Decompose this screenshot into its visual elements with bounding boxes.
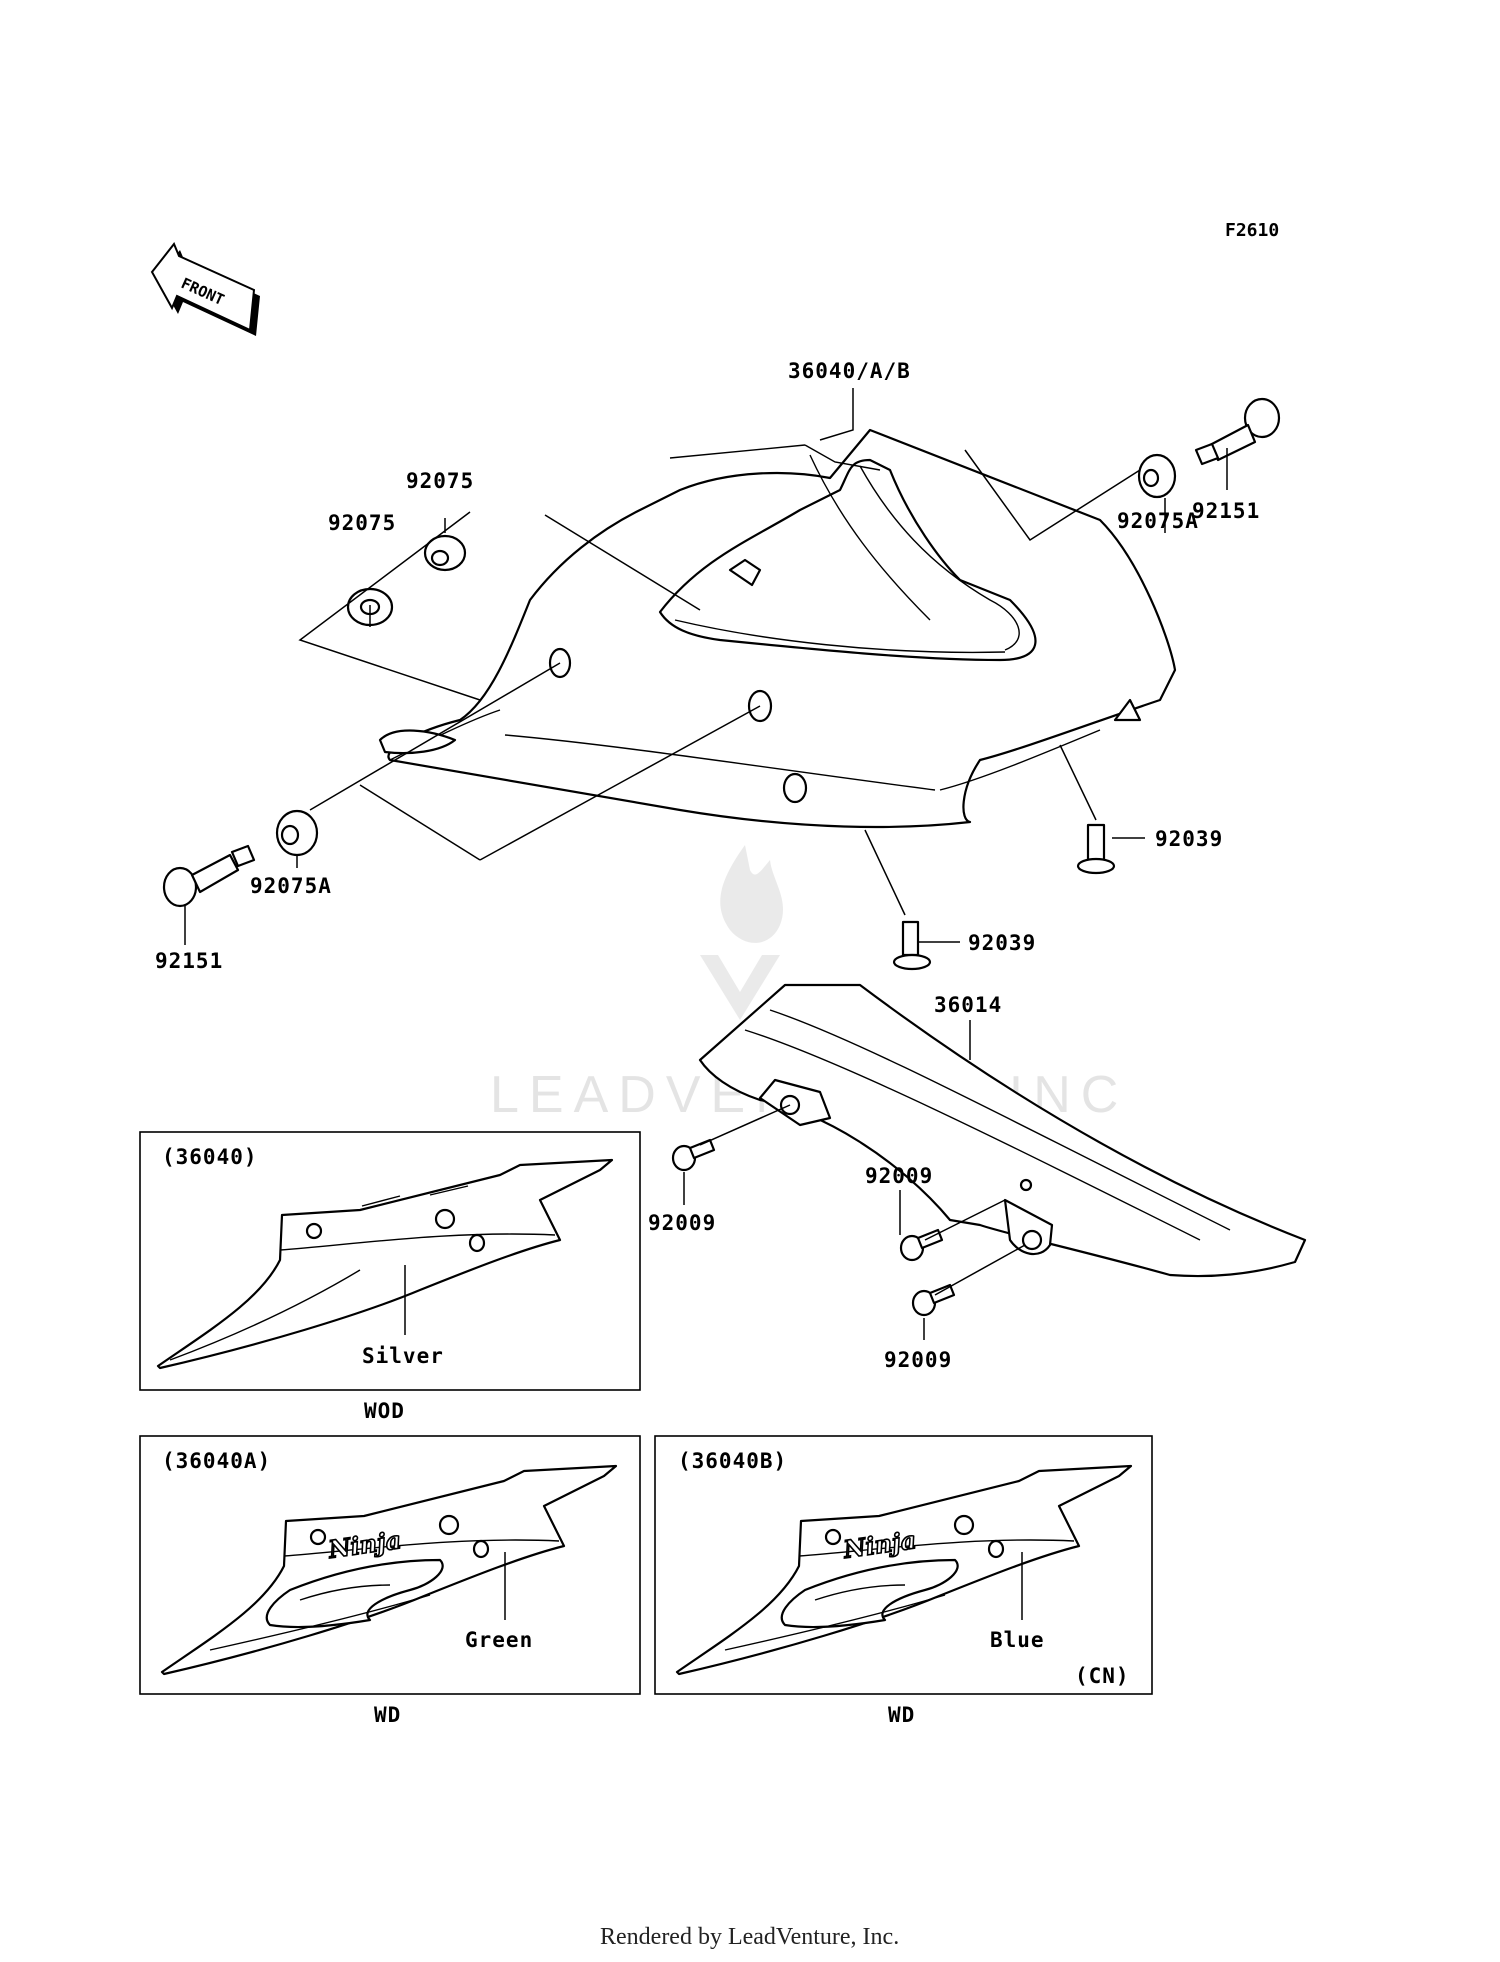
callout-92009-left: 92009 (648, 1211, 716, 1235)
variant-market-wod: WOD (364, 1399, 405, 1423)
callout-36040-A-B: 36040/A/B (788, 359, 911, 383)
side-cover-silver (156, 1158, 614, 1370)
watermark-v-icon (700, 955, 780, 1020)
callout-92075A-top: 92075A (1117, 509, 1199, 533)
variant-box-36040: (36040) Silver WOD (139, 1131, 641, 1423)
front-arrow-icon: FRONT (150, 242, 260, 336)
callout-92151-top: 92151 (1192, 499, 1260, 523)
grommet-92075-b (423, 534, 467, 572)
callout-36014: 36014 (934, 993, 1002, 1017)
footer-credit: Rendered by LeadVenture, Inc. (600, 1924, 899, 1950)
variant-market-wd: WD (888, 1703, 915, 1727)
side-cover-blue: Ninja (675, 1464, 1133, 1676)
bolt-92009-bottom (911, 1283, 956, 1317)
variant-code: (36040A) (162, 1449, 271, 1473)
screw-92039-center (892, 920, 932, 971)
callout-92151-bottom: 92151 (155, 949, 223, 973)
callout-92009-bottom: 92009 (884, 1348, 952, 1372)
callout-92039-center: 92039 (968, 931, 1036, 955)
variant-color-blue: Blue (990, 1628, 1045, 1652)
variant-code: (36040B) (678, 1449, 787, 1473)
variant-note-cn: (CN) (1075, 1664, 1130, 1688)
callout-92075A-bottom: 92075A (250, 874, 332, 898)
variant-box-36040A: (36040A) Ninja Green WD (139, 1435, 641, 1727)
seat-cowl-36040 (378, 428, 1177, 829)
variant-code: (36040) (162, 1145, 258, 1169)
bolt-92151-top (1194, 397, 1281, 466)
bolt-92151-bottom (162, 844, 256, 908)
variant-color-silver: Silver (362, 1344, 444, 1368)
chain-guard-36014 (698, 983, 1307, 1278)
callout-92075-b: 92075 (328, 511, 396, 535)
leader-lines (184, 388, 1228, 1340)
side-cover-green: Ninja (160, 1464, 618, 1676)
variant-box-36040B: (36040B) Ninja Blue (CN) WD (654, 1435, 1153, 1727)
grommet-92075A-top (1137, 453, 1177, 499)
grommet-92075A-bottom (275, 809, 319, 857)
callout-92039-right: 92039 (1155, 827, 1223, 851)
figure-code: F2610 (1225, 220, 1279, 241)
callout-92009-mid: 92009 (865, 1164, 933, 1188)
bolt-92009-left (671, 1138, 716, 1172)
watermark-flame-icon (720, 845, 784, 943)
screw-92039-right (1076, 823, 1116, 875)
callouts: 36040/A/B 92151 92075A 92075 92075 92075… (155, 359, 1260, 1372)
callout-92075-a: 92075 (406, 469, 474, 493)
variant-color-green: Green (465, 1628, 533, 1652)
variant-market-wd: WD (374, 1703, 401, 1727)
